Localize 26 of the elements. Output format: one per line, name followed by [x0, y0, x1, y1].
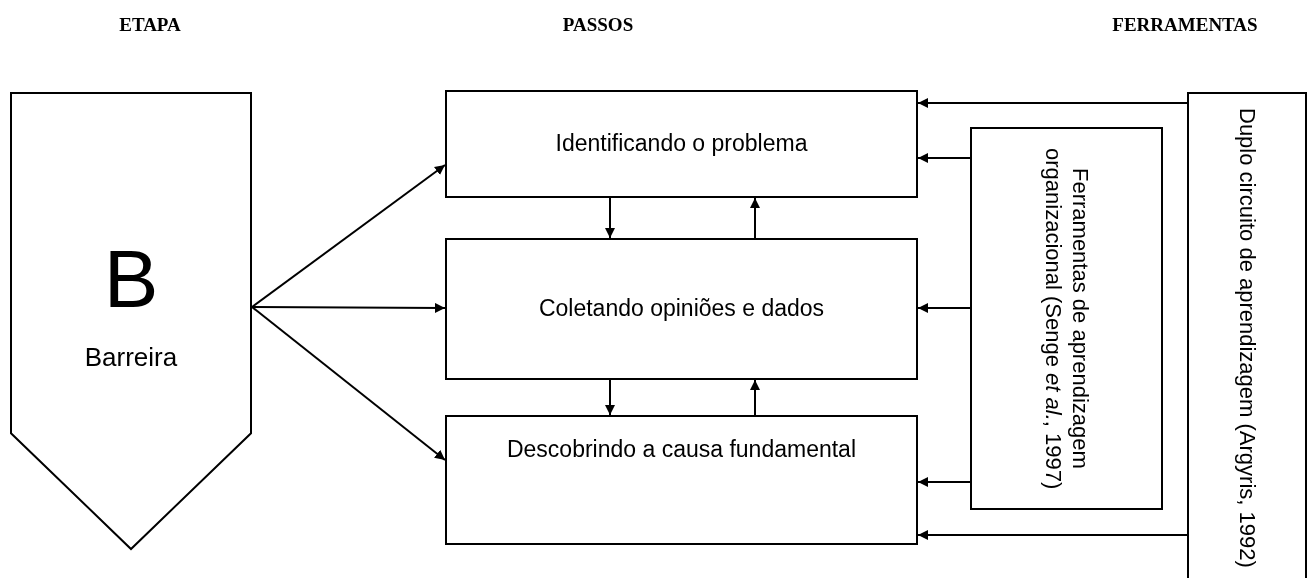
stage-name: Barreira: [84, 342, 178, 373]
step-text: Descobrindo a causa fundamental: [506, 435, 857, 464]
column-heading: ETAPA: [119, 14, 181, 36]
arrow: [750, 197, 760, 239]
column-heading: FERRAMENTAS: [1112, 14, 1258, 36]
step-text: Coletando opiniões e dados: [538, 294, 825, 324]
arrow: [251, 306, 446, 461]
step-box: [445, 90, 918, 198]
step-box: [445, 238, 918, 380]
arrow: [251, 164, 446, 308]
arrow: [605, 379, 615, 416]
arrow: [750, 379, 760, 416]
arrow: [917, 98, 1188, 108]
step-text: Identificando o problema: [555, 129, 808, 159]
arrow: [251, 302, 446, 313]
arrow: [917, 153, 971, 163]
arrow: [917, 477, 971, 487]
arrow: [917, 530, 1188, 540]
column-heading: PASSOS: [562, 14, 634, 36]
tool-text: Duplo circuito de aprendizagem (Argyris, 1992): [1233, 108, 1261, 568]
tool-box: [1187, 92, 1307, 578]
arrow: [917, 303, 971, 313]
arrow: [605, 197, 615, 239]
stage-letter: B: [103, 238, 159, 320]
tool-box: [970, 127, 1163, 510]
step-box: [445, 415, 918, 545]
